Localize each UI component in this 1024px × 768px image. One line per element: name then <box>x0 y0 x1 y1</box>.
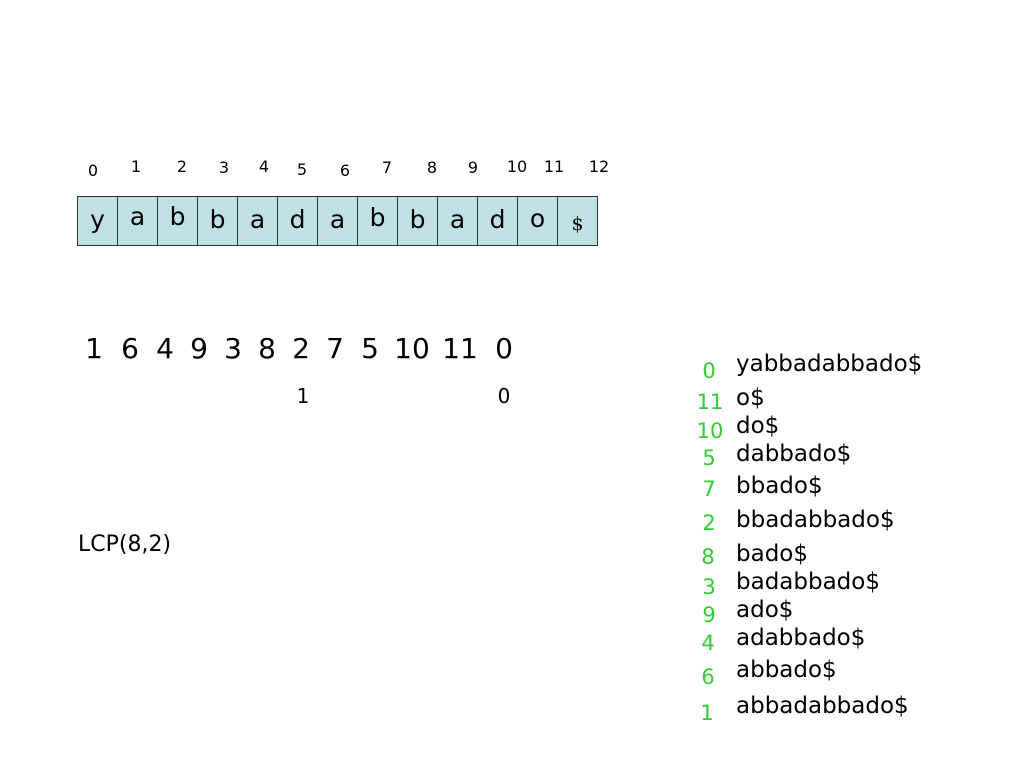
suffix-text: dabbado$ <box>736 441 852 467</box>
lcp-value: 1 <box>296 384 310 408</box>
string-cells: y a b b a d a b b a d o $ <box>77 196 598 246</box>
suffix-start-index: 1 <box>700 701 714 725</box>
suffix-text: adabbado$ <box>736 625 866 651</box>
suffix-text: bado$ <box>736 541 808 567</box>
string-index: 9 <box>467 158 479 177</box>
suffix-start-index: 4 <box>701 631 715 655</box>
string-index: 6 <box>339 161 351 180</box>
lcp-label: LCP(8,2) <box>78 532 172 557</box>
suffix-start-index: 7 <box>702 477 716 501</box>
suffix-start-index: 6 <box>701 665 715 689</box>
string-cell: a <box>317 196 358 246</box>
suffix-start-index: 11 <box>696 390 724 414</box>
string-index: 2 <box>176 157 188 176</box>
string-index: 11 <box>543 157 565 176</box>
string-index: 12 <box>588 157 610 176</box>
string-cell: $ <box>557 196 598 246</box>
suffix-text: o$ <box>736 385 765 411</box>
string-index: 7 <box>381 158 393 177</box>
suffix-start-index: 9 <box>702 603 716 627</box>
string-index: 0 <box>87 161 99 180</box>
suffix-array-value: 2 <box>292 332 310 365</box>
suffix-array-value: 1 <box>85 332 103 365</box>
lcp-value: 0 <box>497 384 511 408</box>
suffix-start-index: 0 <box>702 359 716 383</box>
suffix-text: bbadabbado$ <box>736 507 895 533</box>
suffix-start-index: 10 <box>696 419 724 443</box>
string-index: 1 <box>130 157 142 176</box>
string-index: 3 <box>218 158 230 177</box>
string-cell: b <box>157 196 198 246</box>
suffix-text: abbadabbado$ <box>736 693 909 719</box>
suffix-array-value: 8 <box>258 332 276 365</box>
string-cell: b <box>357 196 398 246</box>
suffix-array-value: 10 <box>394 332 430 365</box>
suffix-text: badabbado$ <box>736 569 880 595</box>
string-cell: a <box>237 196 278 246</box>
string-cell: d <box>477 196 518 246</box>
string-cell: b <box>397 196 438 246</box>
suffix-text: ado$ <box>736 597 794 623</box>
string-cell: a <box>117 196 158 246</box>
suffix-text: abbado$ <box>736 657 837 683</box>
string-index: 4 <box>258 157 270 176</box>
suffix-text: bbado$ <box>736 473 823 499</box>
string-index: 10 <box>506 157 528 176</box>
string-cell: a <box>437 196 478 246</box>
string-cell: d <box>277 196 318 246</box>
string-cell: o <box>517 196 558 246</box>
suffix-array-value: 5 <box>361 332 379 365</box>
suffix-array-value: 4 <box>156 332 174 365</box>
suffix-start-index: 8 <box>701 545 715 569</box>
suffix-text: do$ <box>736 413 780 439</box>
suffix-array-value: 6 <box>121 332 139 365</box>
suffix-text: yabbadabbado$ <box>736 351 923 377</box>
string-cell: y <box>77 196 118 246</box>
suffix-start-index: 5 <box>702 446 716 470</box>
suffix-array-value: 0 <box>495 332 513 365</box>
suffix-start-index: 2 <box>702 511 716 535</box>
suffix-array-value: 11 <box>442 332 478 365</box>
suffix-start-index: 3 <box>702 575 716 599</box>
suffix-array-value: 7 <box>326 332 344 365</box>
suffix-array-value: 9 <box>190 332 208 365</box>
string-index: 5 <box>296 160 308 179</box>
string-index: 8 <box>426 158 438 177</box>
suffix-array-value: 3 <box>224 332 242 365</box>
string-cell: b <box>197 196 238 246</box>
